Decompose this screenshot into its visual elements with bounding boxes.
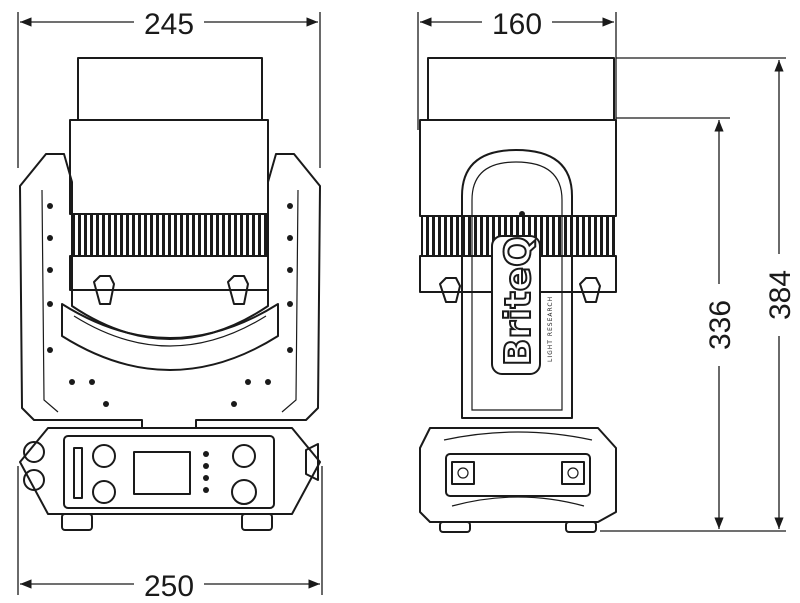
side-base [419,427,617,523]
front-display [133,451,191,495]
side-handle-left-bolt [457,467,469,479]
side-foot-left [439,521,471,533]
side-clip-right [579,277,601,303]
front-latch-right [305,443,319,481]
side-handle-right [561,461,585,485]
front-latch-bottom-left [23,469,45,491]
front-cooling-fins [71,213,267,257]
dim-label-384: 384 [764,270,797,320]
front-head-body [69,119,269,215]
side-base-groove-bottom [451,496,585,507]
side-yoke-arm [461,149,573,419]
side-clip-left [439,277,461,303]
dimension-lines [17,12,786,595]
front-clip-left [93,275,115,305]
front-power-in [232,444,256,468]
front-yoke-arc [61,303,279,371]
front-usb-slot [73,447,83,499]
side-handle-right-bolt [567,467,579,479]
brand-logo-text: BriteQ [498,236,539,366]
front-xlr-out [92,444,116,468]
front-clip-right [227,275,249,305]
side-view: BriteQ LIGHT RESEARCH [419,57,617,533]
front-control-buttons [203,451,209,493]
front-yoke-inner-left [41,189,59,413]
side-handle-left [451,461,475,485]
front-latch-top-left [23,441,45,463]
front-foot-right [241,513,273,531]
side-head-top [427,57,615,121]
dim-label-245: 245 [144,8,194,41]
front-head-lower [69,255,269,291]
front-power-out [231,479,257,505]
side-base-panel [445,453,591,497]
brand-logo-frame [491,235,541,375]
side-foot-right [565,521,597,533]
dim-label-336: 336 [704,300,737,350]
dim-label-160: 160 [492,8,542,41]
front-yoke-arc-inner [73,315,267,347]
front-head-top [77,57,263,121]
front-yoke-screws [47,203,293,407]
side-base-groove-top [443,431,593,441]
dimension-labels: 245 160 250 336 384 [144,8,797,603]
brand-logo-subtext: LIGHT RESEARCH [547,296,554,362]
front-base-panel [63,435,275,509]
front-view [19,57,321,531]
front-yoke-inner-right [281,189,299,413]
brand-logo: BriteQ LIGHT RESEARCH [491,235,554,375]
front-xlr-in [92,480,116,504]
front-base [19,427,321,515]
side-yoke-screw [519,211,525,217]
dim-label-250: 250 [144,570,194,603]
front-foot-left [61,513,93,531]
side-yoke-arm-inner [471,161,563,411]
side-head-body [419,119,617,217]
